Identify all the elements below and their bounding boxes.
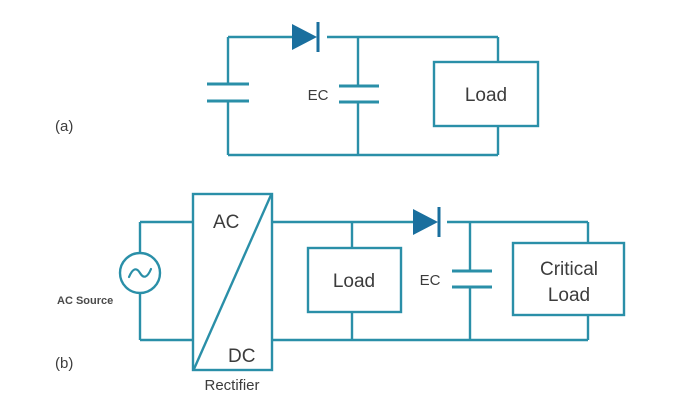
ac-source-label: AC Source xyxy=(57,295,113,307)
load-box-label-b: Load xyxy=(333,271,375,292)
load-box-a xyxy=(432,60,540,128)
panel-caption-a: (a) xyxy=(55,118,73,135)
load-box-b xyxy=(306,246,403,314)
rectifier-caption: Rectifier xyxy=(204,377,259,394)
capacitor-label-a: EC xyxy=(308,87,329,104)
capacitor-label-b: EC xyxy=(420,272,441,289)
panel-a: EC Load (a) xyxy=(55,22,540,157)
battery-symbol-a xyxy=(207,82,249,103)
rectifier-block: AC DC Rectifier xyxy=(191,192,274,394)
rectifier-dc-port-label: DC xyxy=(228,346,255,367)
rectifier-diagonal xyxy=(192,194,273,370)
capacitor-symbol-b xyxy=(452,269,492,289)
rectifier-ac-port-label: AC xyxy=(213,212,239,233)
critical-load-label-line1: Critical xyxy=(540,259,598,280)
diode-symbol-a xyxy=(292,22,320,52)
critical-load-label-line2: Load xyxy=(548,285,590,306)
sine-wave-icon xyxy=(127,267,153,279)
capacitor-symbol-a xyxy=(339,84,379,104)
load-box-label-a: Load xyxy=(465,85,507,106)
critical-load-box xyxy=(511,241,626,317)
diode-triangle-b xyxy=(413,209,438,235)
panel-caption-b: (b) xyxy=(55,355,73,372)
ac-source-symbol xyxy=(118,251,162,295)
panel-b: AC Source AC DC Rectifier Load xyxy=(55,192,626,394)
diode-triangle-a xyxy=(292,24,317,50)
diode-symbol-b xyxy=(413,207,441,237)
